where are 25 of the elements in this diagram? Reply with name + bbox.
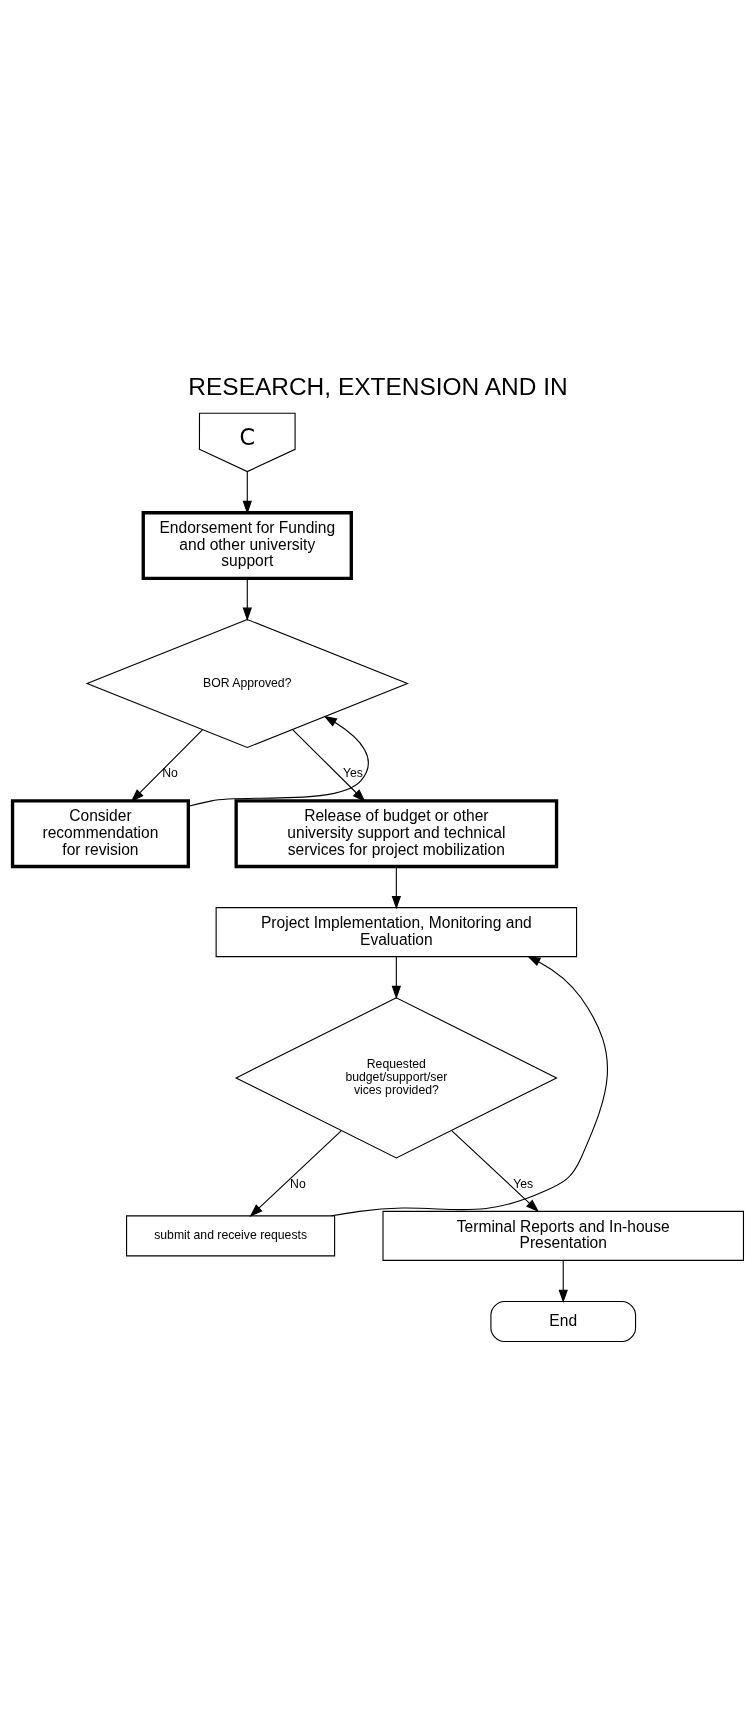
edge-label: No xyxy=(162,765,178,780)
edge-label: Yes xyxy=(343,765,363,780)
arrow xyxy=(391,955,402,999)
node-box: Endorsement for Funding and other university support xyxy=(141,510,353,580)
node-box: Consider recommendation for revision xyxy=(10,798,190,868)
arrow xyxy=(330,955,608,1216)
node-diamond: Requested budget/support/ser vices provided? xyxy=(234,996,558,1159)
diagram-title: RESEARCH, EXTENSION AND IN xyxy=(188,372,568,400)
arrow xyxy=(130,728,203,802)
arrow xyxy=(292,728,366,802)
node-box: Release of budget or other university support and technical services for project mobilization xyxy=(234,798,559,868)
node-box: Terminal Reports and In-house Presentation xyxy=(382,1210,744,1261)
node-box: submit and receive requests xyxy=(126,1214,336,1256)
arrow xyxy=(242,577,252,621)
arrow xyxy=(242,470,252,514)
arrow xyxy=(249,1129,342,1217)
edge-label: No xyxy=(290,1176,306,1191)
node-box: Project Implementation, Monitoring and Evaluation xyxy=(215,906,578,957)
node-box: End xyxy=(490,1300,637,1342)
arrow xyxy=(558,1259,568,1303)
arrow xyxy=(187,715,369,807)
arrow xyxy=(451,1129,539,1212)
node-diamond: BOR Approved? xyxy=(85,618,409,748)
arrow xyxy=(391,865,402,909)
edge-label: Yes xyxy=(513,1176,534,1191)
